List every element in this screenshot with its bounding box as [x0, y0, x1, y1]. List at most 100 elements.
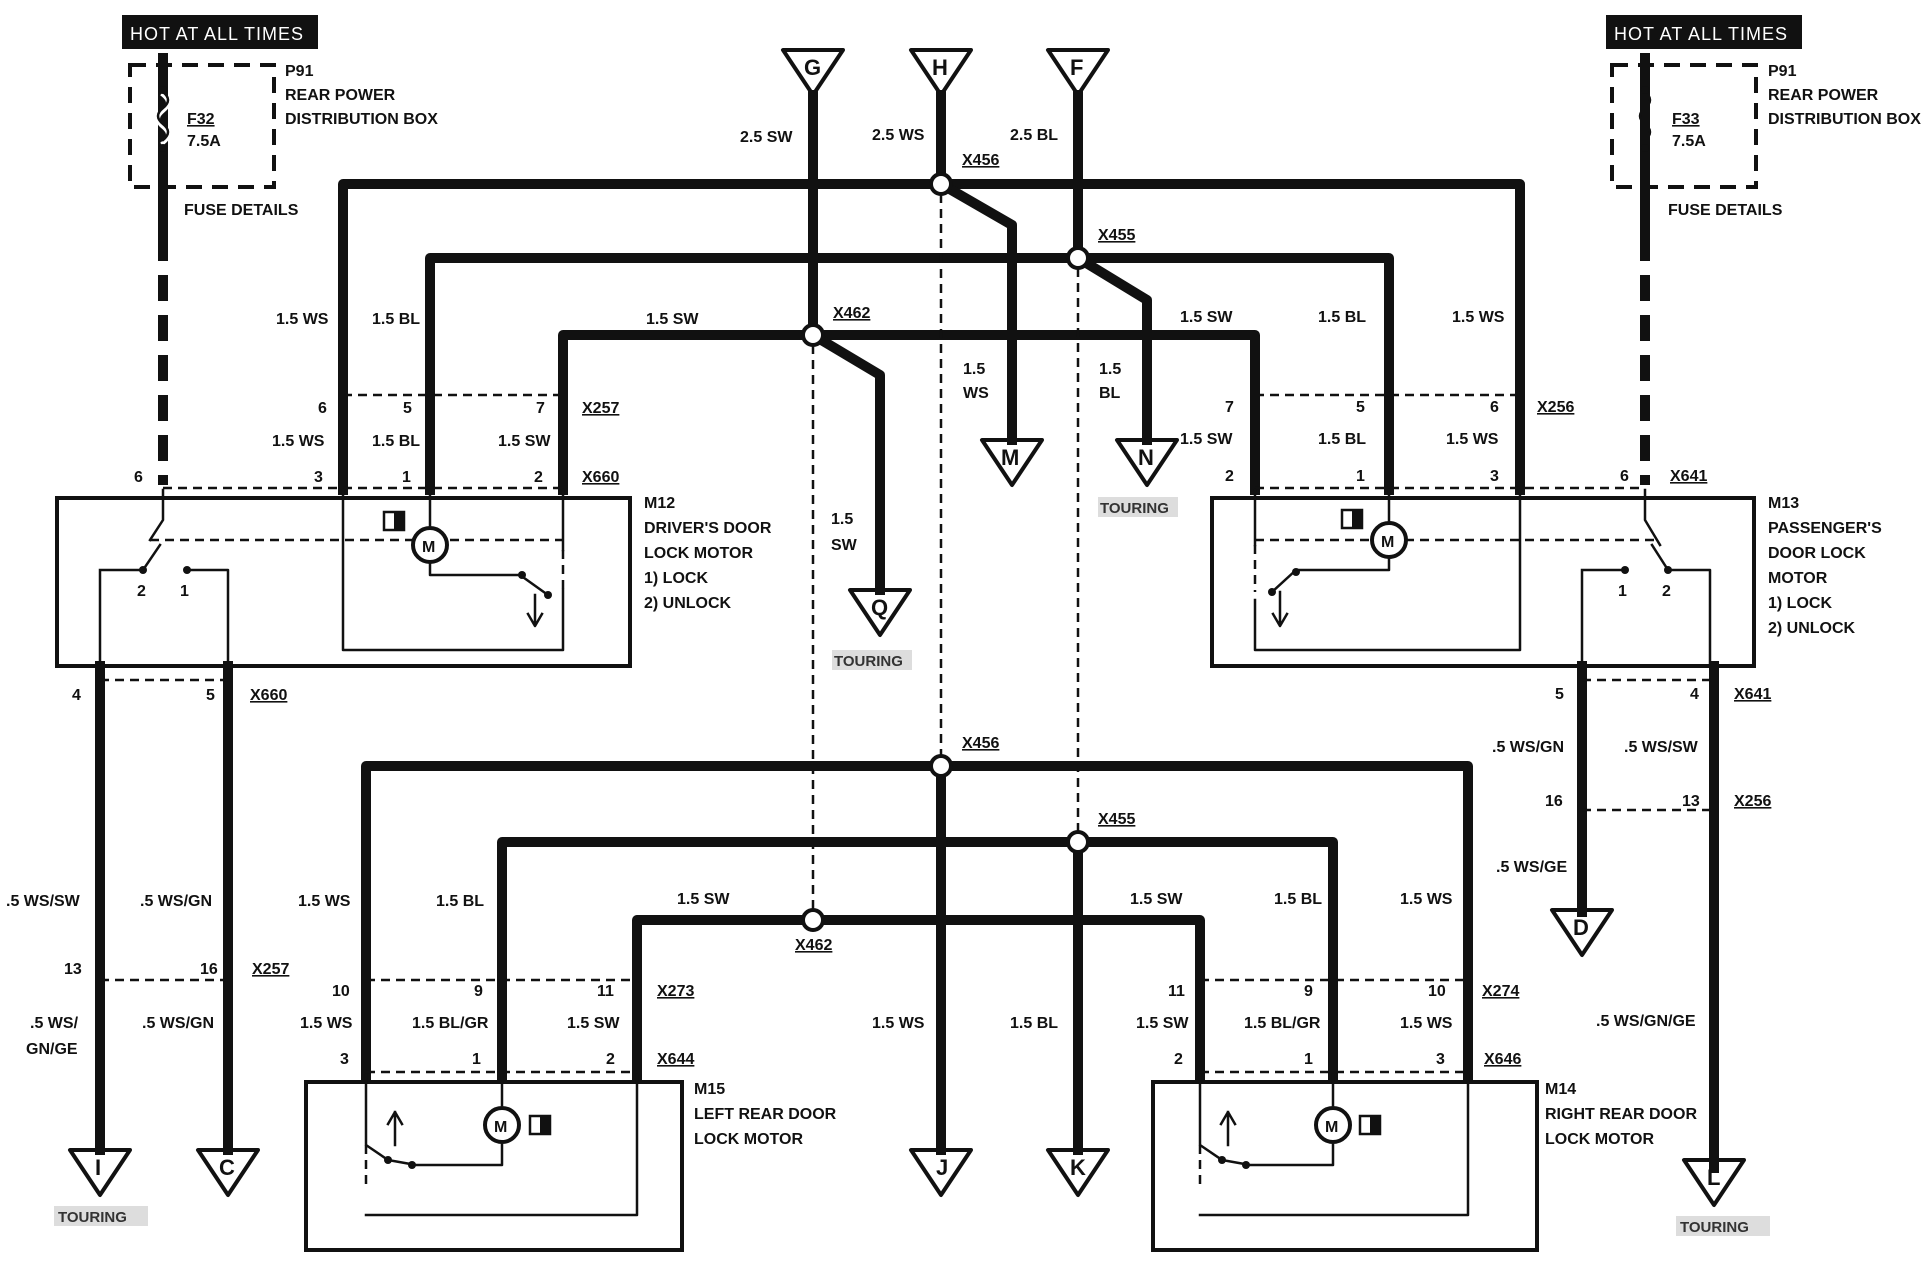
- fuse-f32-label: F32: [187, 111, 215, 128]
- m14-wire-ws-2: 1.5 WS: [1400, 1015, 1453, 1032]
- m15-wire-blgr-2: 1.5 BL/GR: [412, 1015, 489, 1032]
- m15-x644-pin3: 3: [340, 1051, 349, 1068]
- m15-x644: X644: [657, 1051, 694, 1068]
- left-fuse-group: HOT AT ALL TIMES F32 7.5A P91 REAR POWER…: [122, 15, 438, 485]
- m12-x660-pin1: 1: [402, 469, 411, 486]
- m13-wire-sw: 1.5 SW: [1180, 309, 1233, 326]
- touring-l: TOURING: [1680, 1219, 1749, 1236]
- top-connectors: G H F 2.5 SW 2.5 WS 2.5 BL: [740, 48, 1110, 146]
- m14-wire-blgr-2: 1.5 BL/GR: [1244, 1015, 1321, 1032]
- m13-wire-ws-gn: .5 WS/GN: [1492, 739, 1564, 756]
- m15-wire-sw-2: 1.5 SW: [567, 1015, 620, 1032]
- m12-x257-pin7: 7: [536, 400, 545, 417]
- m14-x646: X646: [1484, 1051, 1521, 1068]
- m15-x273-pin11: 11: [597, 983, 614, 1000]
- m14-x274-pin10: 10: [1428, 983, 1446, 1000]
- connector-l: L: [1707, 1165, 1720, 1190]
- m15-motor-glyph: M: [494, 1119, 507, 1136]
- m13-opt-lock: 1) LOCK: [1768, 595, 1832, 612]
- m13-x641-pin2: 2: [1225, 468, 1234, 485]
- m12-x257-pin5: 5: [403, 400, 412, 417]
- m15-x644-pin1: 1: [472, 1051, 481, 1068]
- right-hot-at-all-times: HOT AT ALL TIMES: [1614, 24, 1788, 44]
- m12-x660-pin3: 3: [314, 469, 323, 486]
- m13-motor-glyph: M: [1381, 534, 1394, 551]
- m13-x256-pin6: 6: [1490, 399, 1499, 416]
- m14-x274-pin11: 11: [1168, 983, 1185, 1000]
- connector-f: F: [1070, 55, 1083, 80]
- m15-x273-pin10: 10: [332, 983, 350, 1000]
- m13-wire-bl-2: 1.5 BL: [1318, 431, 1366, 448]
- connector-h: H: [932, 55, 948, 80]
- m13-name-1: PASSENGER'S: [1768, 520, 1882, 537]
- wire-d-label: .5 WS/GE: [1496, 859, 1567, 876]
- wire-q-1: 1.5: [831, 511, 853, 528]
- m13-switch-pin1: 1: [1618, 583, 1627, 600]
- connector-g: G: [804, 55, 821, 80]
- splice-x462-bottom: X462: [795, 937, 832, 954]
- connector-j: J: [936, 1155, 948, 1180]
- m12-wire-sw-2: 1.5 SW: [498, 433, 551, 450]
- m14-x646-pin1: 1: [1304, 1051, 1313, 1068]
- m15-name-1: LEFT REAR DOOR: [694, 1106, 837, 1123]
- wire-c-label: .5 WS/GN: [142, 1015, 214, 1032]
- m14-wire-bl: 1.5 BL: [1274, 891, 1322, 908]
- m12-switch-pin2: 2: [137, 583, 146, 600]
- right-fuse-details: FUSE DETAILS: [1668, 202, 1783, 219]
- m15-left-rear-door-lock-motor: 1.5 WS 1.5 BL 1.5 SW 10 9 11 X273 1.5 WS…: [298, 891, 837, 1252]
- m14-x274-pin9: 9: [1304, 983, 1313, 1000]
- connector-q: Q: [871, 595, 888, 620]
- connector-m: M: [1001, 445, 1019, 470]
- right-fuse-group: HOT AT ALL TIMES F33 7.5A P91 REAR POWER…: [1606, 15, 1921, 485]
- m15-wire-sw: 1.5 SW: [677, 891, 730, 908]
- right-p91-label: P91: [1768, 63, 1797, 80]
- m15-name-2: LOCK MOTOR: [694, 1131, 803, 1148]
- m15-x644-pin2: 2: [606, 1051, 615, 1068]
- left-x257b: X257: [252, 961, 289, 978]
- m14-name-2: LOCK MOTOR: [1545, 1131, 1654, 1148]
- m13-wire-ws-2: 1.5 WS: [1446, 431, 1499, 448]
- bottom-buses: X456 X455 X462 1.5 WS 1.5 BL J K: [361, 735, 1473, 1197]
- m12-wire-bl: 1.5 BL: [372, 311, 420, 328]
- wire-j-label: 1.5 WS: [872, 1015, 925, 1032]
- fuse-f32-rating: 7.5A: [187, 133, 221, 150]
- wire-f-label: 2.5 BL: [1010, 127, 1058, 144]
- wire-m-2: WS: [963, 385, 989, 402]
- m12-id: M12: [644, 495, 675, 512]
- m13-name-2: DOOR LOCK: [1768, 545, 1866, 562]
- m12-opt-lock: 1) LOCK: [644, 570, 708, 587]
- m14-wire-sw: 1.5 SW: [1130, 891, 1183, 908]
- m13-x256-pin5: 5: [1356, 399, 1365, 416]
- left-x257b-pin13: 13: [64, 961, 82, 978]
- m15-x273: X273: [657, 983, 694, 1000]
- touring-q: TOURING: [834, 653, 903, 670]
- m12-name-2: LOCK MOTOR: [644, 545, 753, 562]
- m14-name-1: RIGHT REAR DOOR: [1545, 1106, 1697, 1123]
- left-x257b-pin16: 16: [200, 961, 218, 978]
- left-hot-at-all-times: HOT AT ALL TIMES: [130, 24, 304, 44]
- m12-opt-unlock: 2) UNLOCK: [644, 595, 732, 612]
- splice-x456-top: X456: [962, 152, 999, 169]
- left-fuse-details: FUSE DETAILS: [184, 202, 299, 219]
- m12-x660b: X660: [250, 687, 287, 704]
- m14-x274: X274: [1482, 983, 1519, 1000]
- m14-x646-pin2: 2: [1174, 1051, 1183, 1068]
- top-buses: X456 X455 X462 1.5 WS 1.5 BL 1.5 SW M N …: [338, 90, 1525, 920]
- m12-x660-pin2: 2: [534, 469, 543, 486]
- m13-x256b-pin16: 16: [1545, 793, 1563, 810]
- left-p91-line2: DISTRIBUTION BOX: [285, 111, 438, 128]
- m13-wire-ws-sw: .5 WS/SW: [1624, 739, 1699, 756]
- m15-id: M15: [694, 1081, 725, 1098]
- m12-x660b-pin5: 5: [206, 687, 215, 704]
- m14-wire-ws: 1.5 WS: [1400, 891, 1453, 908]
- m12-wire-ws-2: 1.5 WS: [272, 433, 325, 450]
- m12-switch-pin1: 1: [180, 583, 189, 600]
- touring-i: TOURING: [58, 1209, 127, 1226]
- m12-x660-pin6: 6: [134, 469, 143, 486]
- connector-n: N: [1138, 445, 1154, 470]
- left-p91-label: P91: [285, 63, 314, 80]
- touring-n: TOURING: [1100, 500, 1169, 517]
- left-wire-ws-gn: .5 WS/GN: [140, 893, 212, 910]
- m13-name-3: MOTOR: [1768, 570, 1828, 587]
